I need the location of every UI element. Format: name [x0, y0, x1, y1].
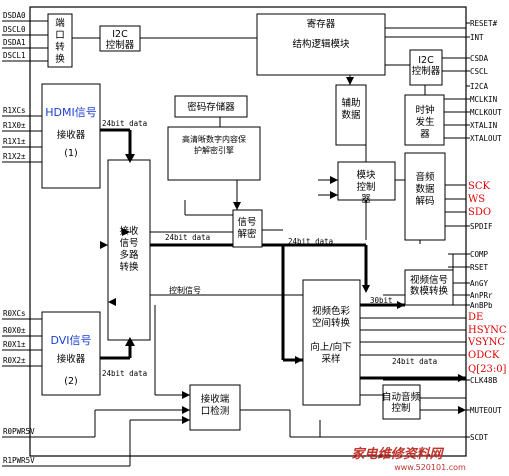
audio-decode-block	[404, 152, 446, 241]
output-signal-label: SCK	[468, 181, 491, 192]
hdcp-label: 高清晰数字内容保护解密引擎	[182, 134, 246, 155]
right-pin-label: MCLKIN	[470, 95, 497, 104]
right-pin-stubs	[466, 22, 470, 438]
register-body: 结构逻辑模块	[292, 38, 350, 50]
right-pin-label: CSCL	[470, 67, 489, 76]
left-pin-label: R0X1±	[3, 340, 26, 349]
module-ctrl-block	[337, 161, 396, 201]
hdcp-block	[167, 126, 261, 181]
output-signal-label: HSYNC	[468, 325, 507, 336]
right-pin-label: XTALOUT	[470, 134, 502, 143]
video-color-block	[302, 279, 361, 406]
video-scale-label: 向上/向下采样	[310, 341, 351, 365]
right-pin-label: CSDA	[470, 54, 489, 63]
right-pin-label: RESET#	[470, 19, 498, 28]
i2c-left-block	[99, 25, 141, 52]
left-pin-label: R1X1±	[3, 137, 26, 146]
bus-width-label: 24bit data	[102, 119, 147, 128]
right-pin-label: AnGY	[470, 279, 489, 288]
bus-width-label: 24bit data	[102, 369, 147, 378]
output-signal-label: Q[23:0]	[468, 364, 507, 375]
auto-mute-block	[382, 384, 421, 420]
bus-width-label: 30bit	[370, 296, 393, 305]
right-pin-label: XTALIN	[470, 121, 497, 130]
left-pin-label: R0X0±	[3, 326, 26, 335]
right-pin-label: CLK48B	[470, 376, 498, 385]
watermark-text: 家电维修资料网	[351, 446, 444, 462]
port-switch-block	[47, 13, 73, 68]
port-switch-label: 端口转换	[55, 17, 65, 65]
mux-block	[107, 159, 151, 341]
i2c-right-block	[409, 49, 443, 86]
clock-gen-label: 时钟发生器	[415, 104, 435, 140]
left-pin-label: R0X2±	[3, 356, 26, 365]
clock-gen-block	[404, 94, 445, 146]
left-pin-label: DSCL0	[3, 25, 26, 34]
left-pin-label: R1X0±	[3, 121, 26, 130]
key-store-label: 密码存储器	[187, 101, 235, 113]
bus-width-label: 24bit data	[165, 233, 210, 242]
left-pin-label: R0XCs	[3, 309, 26, 318]
hdmi-receiver-block	[41, 83, 101, 189]
right-pin-label: AnBPb	[470, 301, 493, 310]
left-pin-label: R0PWR5V	[3, 427, 35, 436]
right-pin-label: SPDIF	[470, 222, 493, 231]
mux-label: 接收信号多路转换	[119, 225, 139, 273]
hdmi-receiver-label: 接收器	[57, 129, 86, 141]
left-pin-label: R1X2±	[3, 152, 26, 161]
dac-label: 视频信号数模转换	[410, 274, 449, 297]
chip-boundary	[29, 6, 467, 457]
bus-width-label: 24bit data	[288, 237, 333, 246]
output-signal-label: SDO	[468, 207, 491, 218]
right-pin-label: MUTEOUT	[470, 406, 502, 415]
hdmi-number: (1)	[64, 148, 77, 159]
left-pin-label: DSDA1	[3, 38, 26, 47]
right-pin-label: SCDT	[470, 433, 489, 442]
right-pin-label: MCLKOUT	[470, 108, 502, 117]
output-signal-label: ODCK	[468, 350, 500, 361]
watermark-url: www.520101.com	[394, 463, 466, 472]
right-pin-label: RSET	[470, 263, 489, 272]
register-block	[256, 13, 386, 76]
left-pin-stubs	[2, 20, 130, 467]
audio-decode-label: 音频数据解码	[415, 171, 435, 207]
right-pin-label: INT	[470, 33, 484, 42]
video-color-label: 视频色彩空间转换	[312, 305, 351, 329]
bus-width-label: 24bit data	[392, 357, 437, 366]
arrowheads	[100, 77, 466, 424]
register-title: 寄存器	[307, 18, 336, 30]
dvi-receiver-label: 接收器	[57, 353, 86, 365]
output-signal-label: DE	[468, 312, 483, 323]
dac-block	[404, 269, 454, 306]
left-pin-label: R1XCs	[3, 106, 26, 115]
hdmi-title: HDMI信号	[45, 106, 96, 119]
aux-data-label: 辅助数据	[341, 97, 361, 121]
dvi-number: (2)	[64, 376, 77, 387]
auto-mute-label: 自动音频控制	[382, 391, 421, 414]
left-pin-label: DSCL1	[3, 51, 26, 60]
module-ctrl-label: 模块控制器	[356, 169, 376, 205]
output-signal-label: VSYNC	[467, 337, 505, 348]
port-detect-block	[189, 384, 241, 431]
dvi-receiver-block	[41, 311, 101, 396]
right-pin-label: AnPRr	[470, 291, 493, 300]
key-store-block	[174, 95, 248, 118]
signal-decrypt-block	[232, 209, 263, 248]
left-pin-label: R1PWR5V	[3, 456, 35, 465]
signal-decrypt-label: 信号解密	[237, 216, 257, 240]
output-signal-label: WS	[468, 194, 485, 205]
port-detect-label: 接收端口检测	[201, 393, 230, 417]
connection-lines	[30, 20, 466, 466]
control-signal-label: 控制信号	[169, 285, 201, 295]
right-pin-label: I2CA	[470, 82, 489, 91]
aux-data-block	[335, 84, 367, 146]
right-pin-label: COMP	[470, 250, 489, 259]
dvi-title: DVI信号	[50, 334, 91, 347]
left-pin-label: DSDA0	[3, 11, 26, 20]
